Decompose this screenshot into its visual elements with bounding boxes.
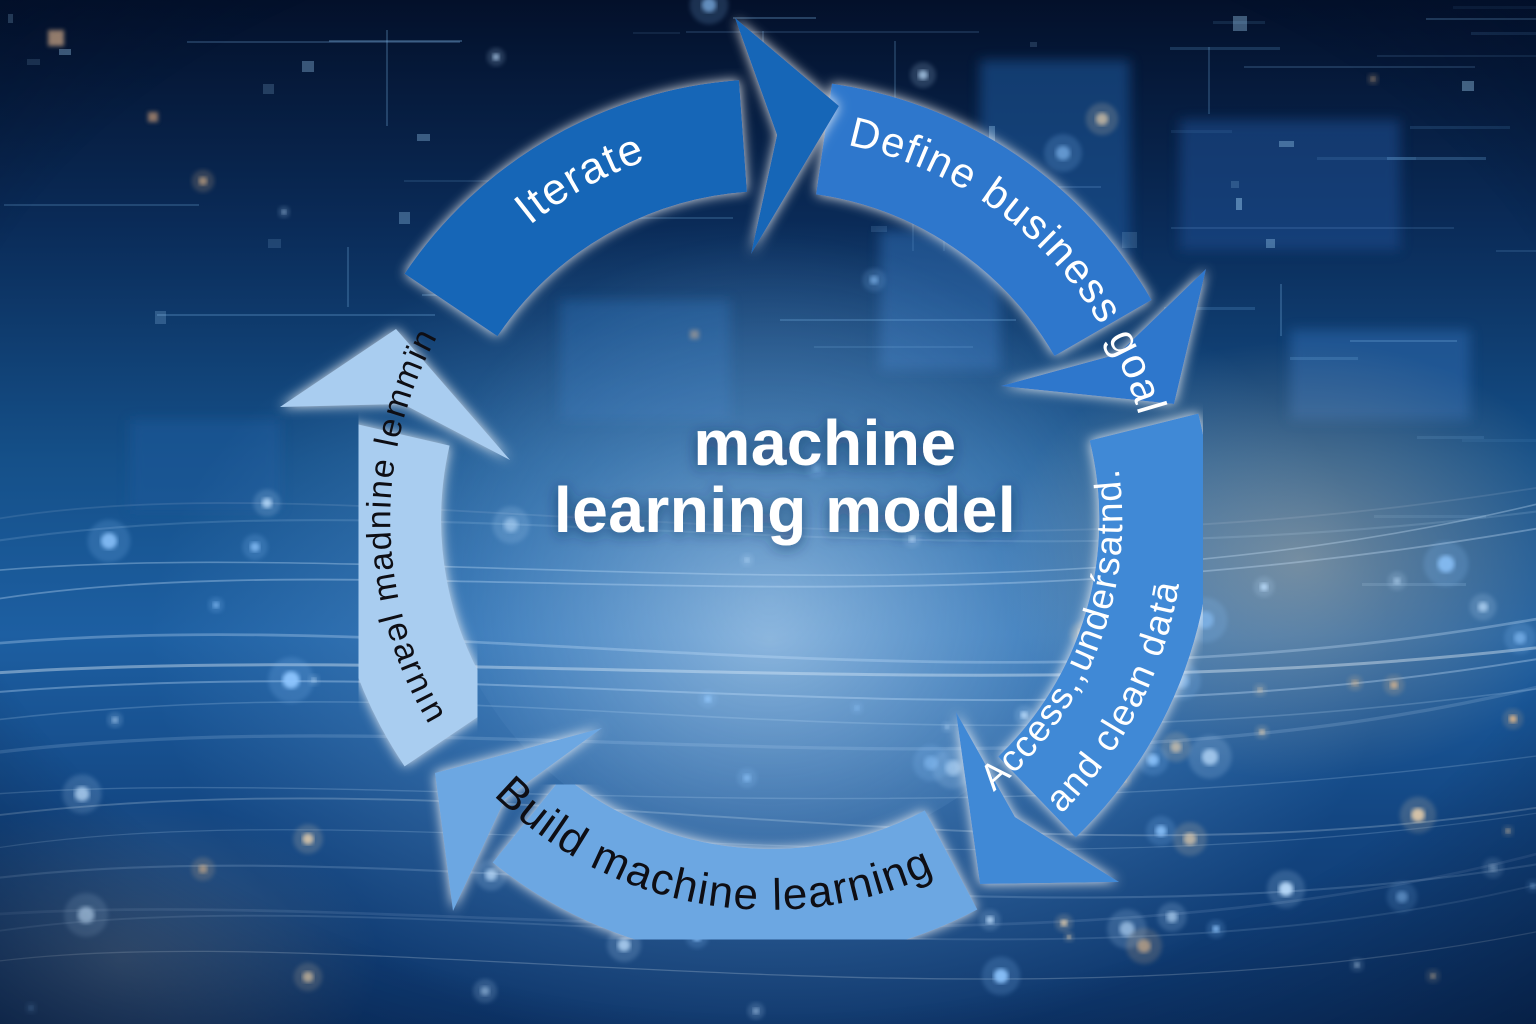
background-vignette (0, 0, 1536, 1024)
ml-cycle-diagram: Iterate Define business goal Access,,und… (0, 0, 1536, 1024)
diagram-canvas: Iterate Define business goal Access,,und… (0, 0, 1536, 1024)
